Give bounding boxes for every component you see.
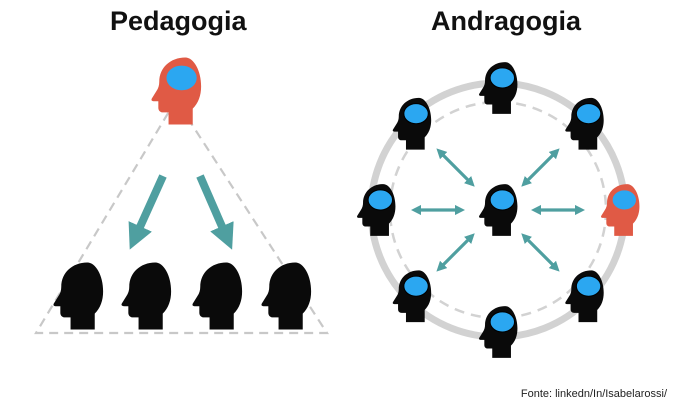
student-head-icon <box>121 262 172 330</box>
center-head-icon <box>479 184 518 236</box>
double-arrow <box>436 233 475 272</box>
pedagogia-title: Pedagogia <box>110 6 247 36</box>
double-arrow <box>436 148 475 187</box>
pedagogia-group <box>34 57 330 335</box>
learner-head-icon <box>479 62 518 114</box>
learner-head-icon <box>479 306 518 358</box>
student-head-icon <box>261 262 312 330</box>
facilitator-head-icon <box>601 184 640 236</box>
pedagogia-triangle-guide <box>34 97 330 335</box>
andragogia-title: Andragogia <box>431 6 582 36</box>
learner-head-icon <box>565 97 604 150</box>
source-caption: Fonte: linkedn/In/Isabelarossi/ <box>520 388 667 400</box>
down-arrow-right <box>196 174 234 250</box>
learner-head-icon <box>357 184 396 236</box>
learner-head-icon <box>392 270 432 323</box>
student-head-icon <box>53 262 104 330</box>
andragogia-group <box>357 62 640 358</box>
teacher-head-icon <box>151 57 202 125</box>
learner-head-icon <box>392 97 432 150</box>
learner-head-icon <box>565 270 604 323</box>
double-arrow <box>521 148 560 187</box>
double-arrow <box>521 233 560 272</box>
down-arrow-left <box>128 174 167 250</box>
student-head-icon <box>192 262 243 330</box>
